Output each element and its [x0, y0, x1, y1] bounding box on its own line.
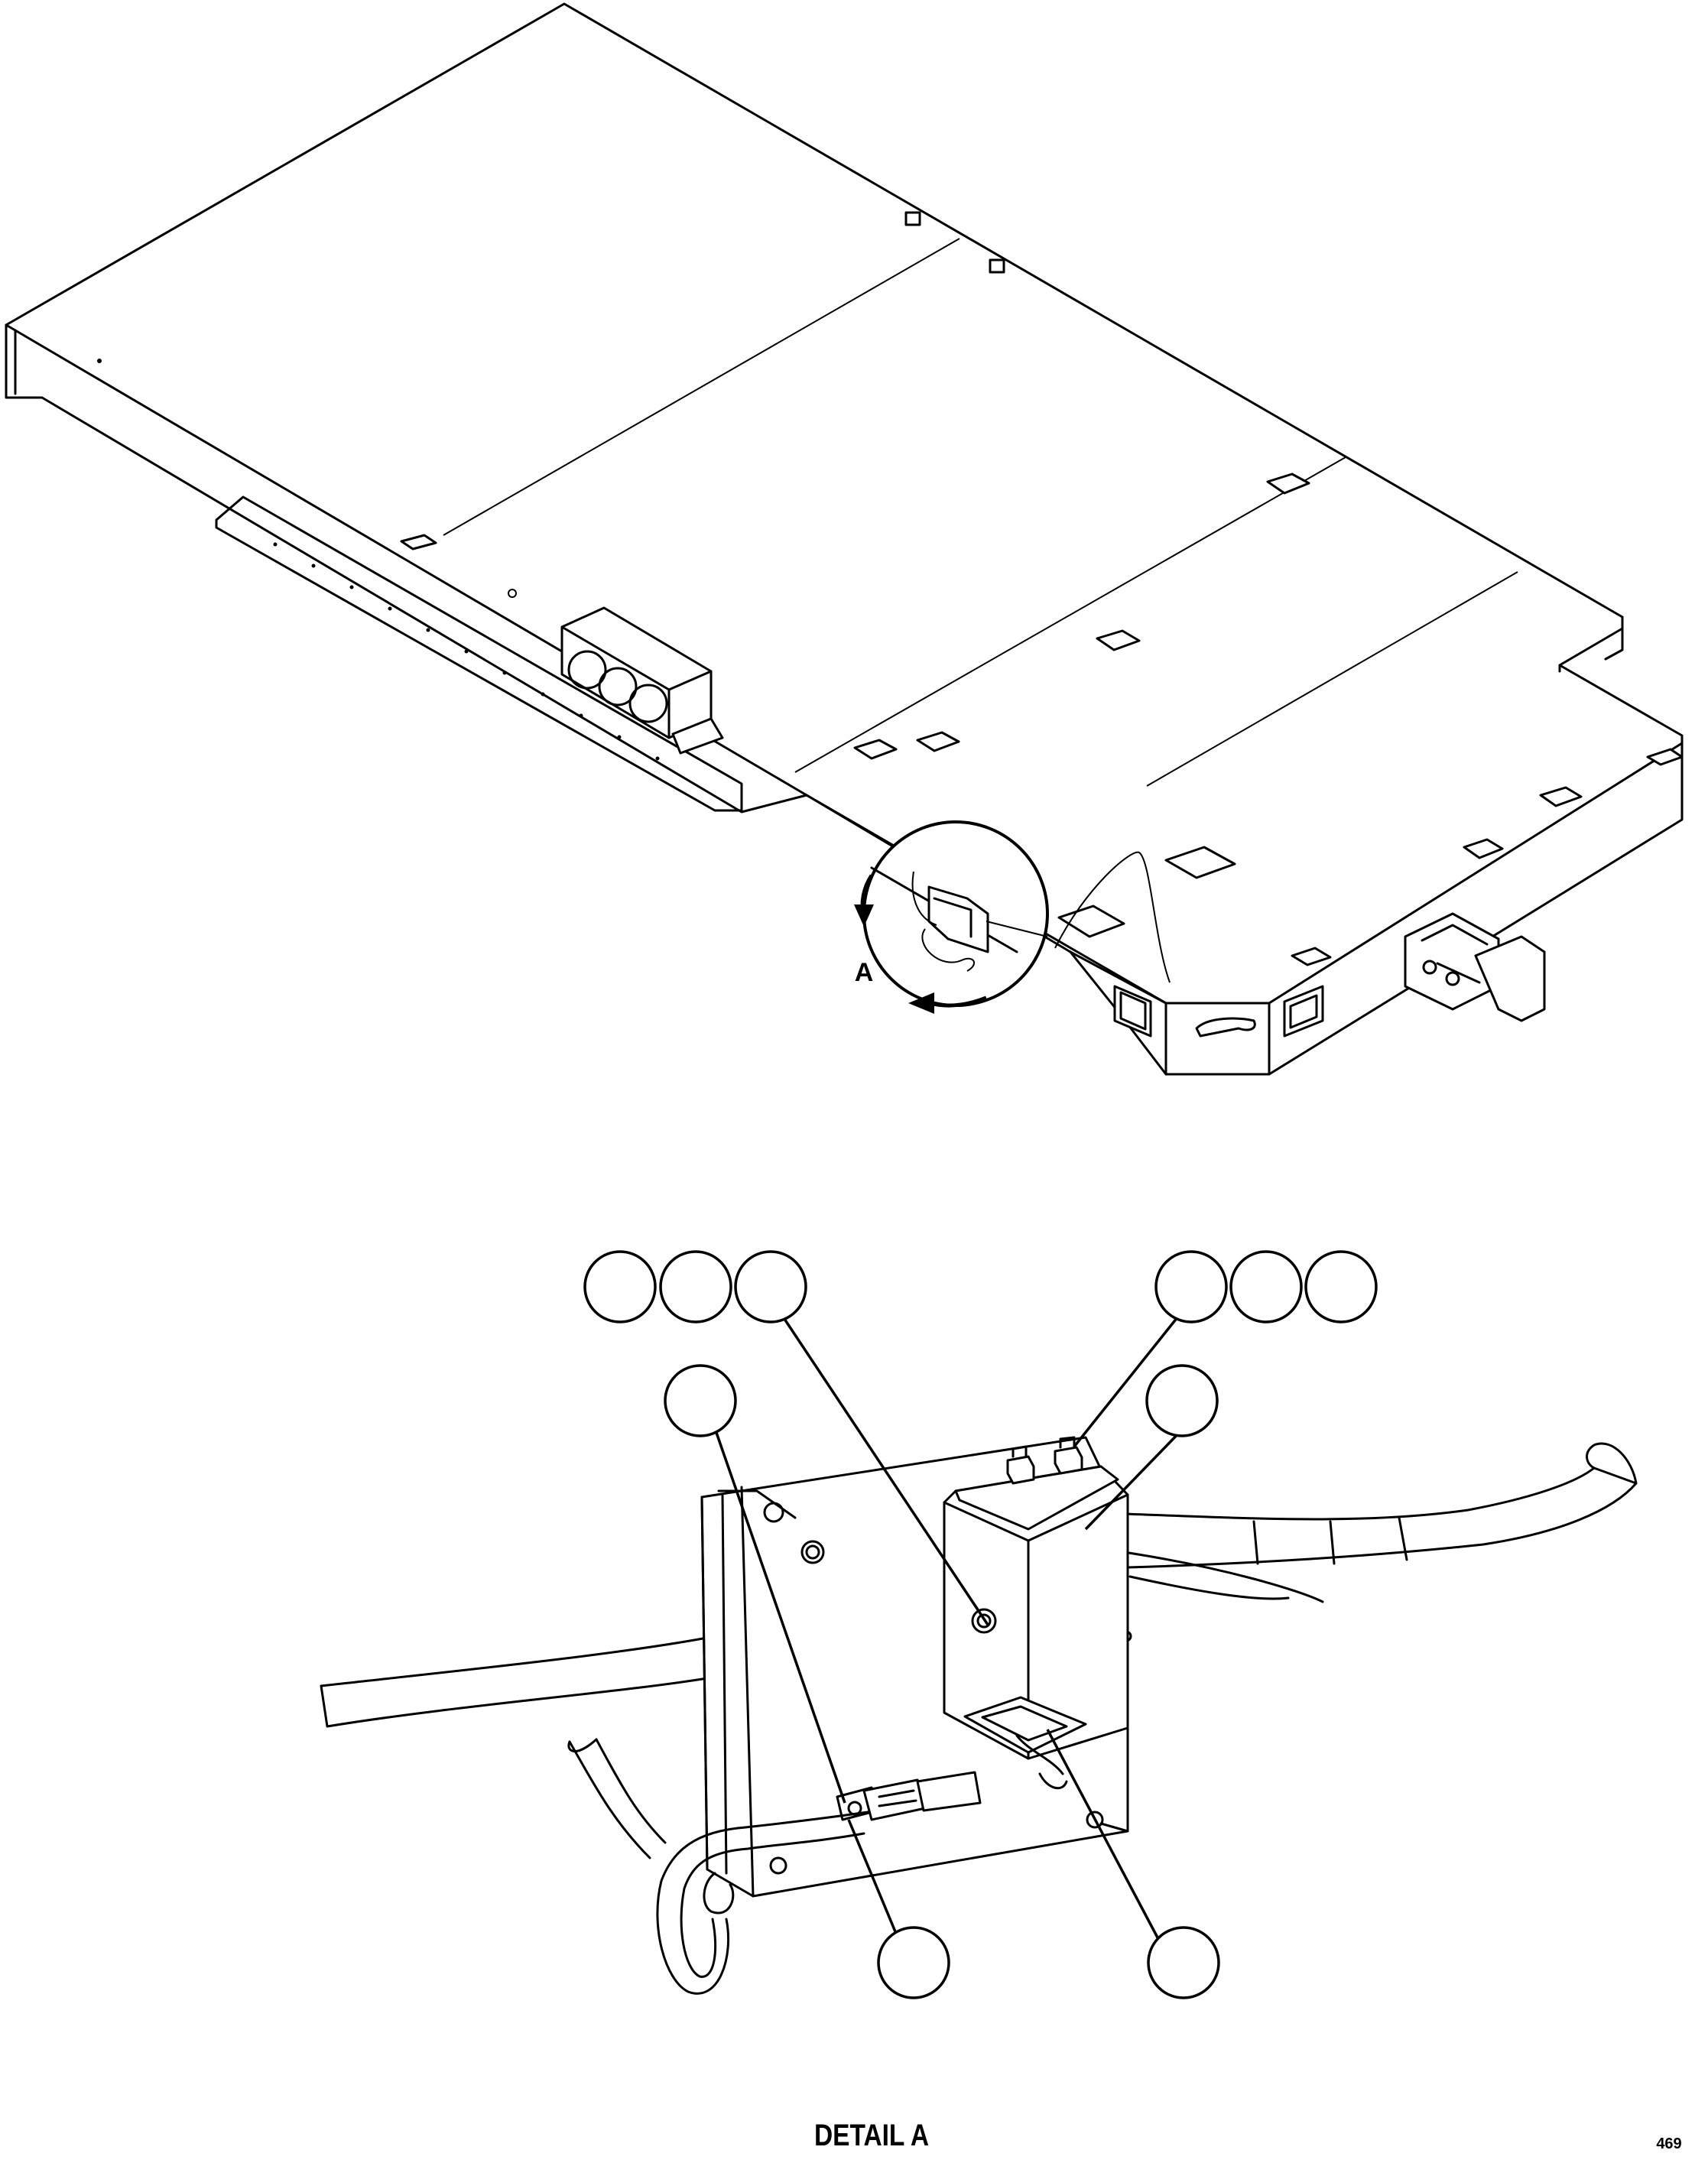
mounting-angle-bar	[215, 495, 743, 812]
callout-balloon-3	[734, 1250, 807, 1323]
callout-balloon-8	[1145, 1364, 1219, 1437]
sheet-code: 469	[1656, 2135, 1681, 2152]
callout-balloon-7	[664, 1364, 737, 1437]
leader-b4	[1073, 1308, 1185, 1448]
detail-a-callout-circle	[862, 820, 1049, 1007]
rotation-arrowhead-left	[908, 992, 934, 1014]
hitch-assembly	[1404, 912, 1546, 1022]
leader-b9	[847, 1819, 900, 1940]
top-bolts	[1006, 1436, 1083, 1485]
rotation-arrowhead-down	[854, 904, 874, 927]
triple-light-housing	[560, 606, 724, 755]
cable-right	[1122, 1466, 1638, 1569]
panel-seam-1	[443, 238, 960, 536]
platform-corner-panel	[1164, 1002, 1271, 1012]
hole-mark	[508, 589, 517, 598]
rivet-dot	[97, 359, 102, 363]
top-pads	[400, 211, 1684, 966]
front-lights	[1113, 985, 1324, 1038]
panel-seam-3	[1146, 571, 1518, 787]
platform-overview: A	[5, 2, 1684, 1076]
detail-caption: DETAIL A	[814, 2119, 929, 2152]
platform-right-side	[1268, 742, 1684, 1076]
cable-right-lower	[1128, 1575, 1290, 1600]
callout-balloon-1	[583, 1250, 657, 1323]
platform-left-side	[5, 323, 808, 814]
leader-b3	[777, 1309, 989, 1625]
angle-bar-holes	[273, 542, 660, 761]
callout-balloon-6	[1304, 1250, 1378, 1323]
junction-box	[943, 1465, 1129, 1760]
leader-b10	[1046, 1729, 1160, 1940]
platform-right-step	[1558, 615, 1624, 673]
panel-seam-2	[794, 456, 1346, 773]
callout-balloon-5	[1229, 1250, 1303, 1323]
callout-balloon-4	[1154, 1250, 1228, 1323]
view-label-a: A	[855, 958, 874, 987]
callout-balloon-9	[877, 1926, 950, 1999]
platform-top-outline	[5, 2, 1684, 1005]
connector-assembly	[836, 1771, 982, 1821]
junction-box-bottom-cover	[963, 1696, 1087, 1754]
cable-lower-left	[568, 1738, 667, 1859]
callout-balloon-2	[659, 1250, 732, 1323]
harness-loop	[656, 1811, 869, 1995]
leader-b8	[1084, 1427, 1185, 1531]
detail-a-view	[320, 1250, 1638, 1999]
leader-b7	[713, 1427, 846, 1804]
callout-balloon-10	[1147, 1926, 1220, 1999]
cable-left	[320, 1636, 709, 1728]
edge-cable	[1054, 851, 1171, 983]
